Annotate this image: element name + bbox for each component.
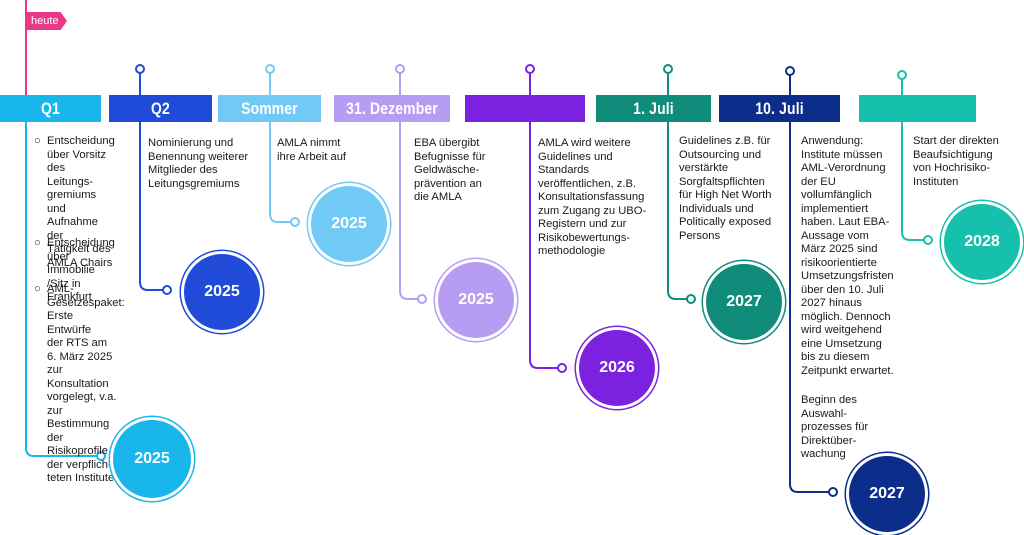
juli-1-text: Guidelines z.B. für Outsourcing und vers… (679, 135, 772, 242)
connector-line (529, 70, 562, 369)
sommer-text: AMLA nimmt ihre Arbeit auf (277, 137, 347, 163)
connector-line (667, 70, 691, 300)
connector-end-dot (290, 217, 300, 227)
connector-line (139, 70, 167, 291)
connector-end-dot (923, 235, 933, 245)
connector-line (25, 20, 101, 457)
connector-top-dot (525, 64, 535, 74)
band-dezember-label: 31. Dezember (346, 99, 438, 118)
band-2026 (465, 95, 585, 122)
band-2026-label (476, 95, 574, 122)
dezember-text: EBA übergibt Befugnisse für Geldwäsche- … (414, 137, 486, 203)
year-circle-dezember: 2025 (438, 262, 514, 338)
band-10-juli-label: 10. Juli (755, 99, 804, 118)
connector-top-dot (135, 64, 145, 74)
band-1-juli-label: 1. Juli (633, 99, 674, 118)
connector-end-dot (417, 294, 427, 304)
band-sommer: Sommer (218, 95, 321, 122)
year-circle-q1: 2025 (113, 420, 191, 498)
q1-item-3: AML- Gesetzespaket: Erste Entwürfe der R… (47, 283, 125, 484)
connector-end-dot (686, 294, 696, 304)
connector-line (789, 72, 833, 493)
connector-end-dot (557, 363, 567, 373)
bullet-icon: ○ (34, 283, 41, 295)
connector-top-dot (265, 64, 275, 74)
band-10-juli: 10. Juli (719, 95, 840, 122)
juli-10-text-2: Beginn des Auswahl- prozesses für Direkt… (801, 394, 869, 460)
band-dezember: 31. Dezember (334, 95, 450, 122)
band-1-juli: 1. Juli (596, 95, 711, 122)
connector-line (399, 70, 422, 300)
band-sommer-label: Sommer (241, 99, 298, 118)
year-circle-2026: 2026 (579, 330, 655, 406)
bullet-icon: ○ (34, 237, 41, 249)
year-circle-sommer: 2025 (311, 186, 387, 262)
year-circle-1-juli: 2027 (706, 264, 782, 340)
bullet-icon: ○ (34, 135, 41, 147)
connector-top-dot (663, 64, 673, 74)
band-q1-label: Q1 (41, 99, 60, 118)
connector-end-dot (828, 487, 838, 497)
connector-top-dot (897, 70, 907, 80)
connector-top-dot (395, 64, 405, 74)
band-2028-label (870, 95, 966, 122)
band-q1: Q1 (0, 95, 101, 122)
band-q2: Q2 (109, 95, 212, 122)
q2-text: Nominierung und Benennung weiterer Mitgl… (148, 137, 249, 190)
juli-10-text: Anwendung: Institute müssen AML-Verordnu… (801, 135, 894, 377)
year-circle-2028: 2028 (944, 204, 1020, 280)
connector-end-dot (162, 285, 172, 295)
year-circle-10-juli: 2027 (849, 456, 925, 532)
band-2028 (859, 95, 976, 122)
col-2026-text: AMLA wird weitere Guidelines und Standar… (538, 137, 647, 257)
q1-item-1: Entscheidung über Vorsitz des Leitungs- … (47, 135, 115, 269)
band-q2-label: Q2 (151, 99, 170, 118)
year-circle-q2: 2025 (184, 254, 260, 330)
q1-item-2: Entscheidung über Immobilie /Sitz in Fra… (47, 237, 115, 303)
connector-end-dot (96, 451, 106, 461)
connector-line (269, 70, 295, 223)
connector-line (901, 76, 928, 241)
col-2028-text: Start der direkten Beaufsichtigung von H… (913, 135, 999, 188)
today-marker: heute (27, 12, 67, 30)
connector-top-dot (785, 66, 795, 76)
